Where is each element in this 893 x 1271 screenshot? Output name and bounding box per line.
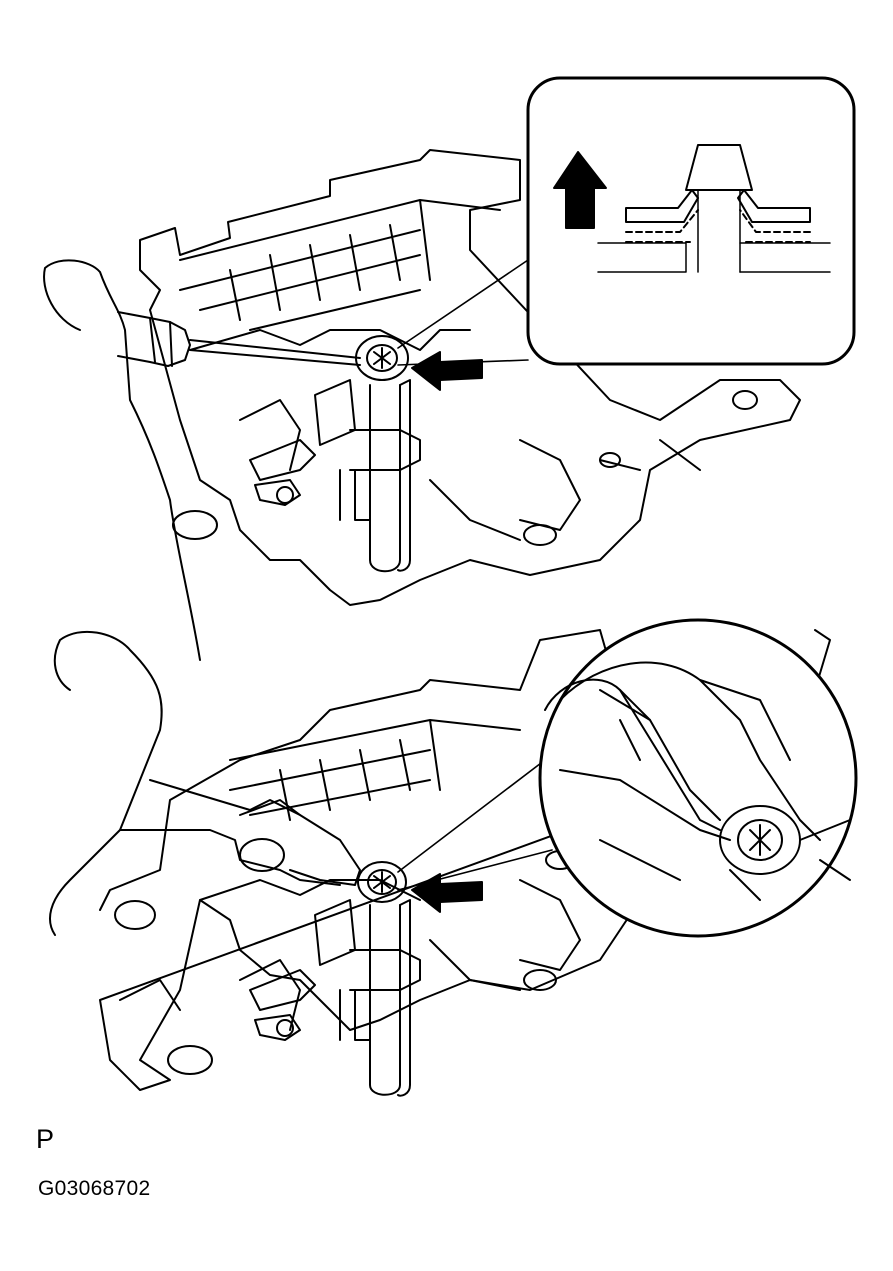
figure-code: G03068702	[38, 1177, 151, 1200]
housing-grid-bottom	[229, 719, 521, 821]
push-rivet-lift-detail	[526, 76, 856, 366]
screwdriver-icon	[117, 311, 361, 367]
arrow-icon-top	[411, 351, 483, 391]
rod-assembly-bottom	[249, 899, 421, 1097]
housing-inner-top	[189, 329, 701, 541]
top-panel	[43, 76, 856, 661]
hand-bottom	[49, 630, 163, 936]
housing-outline-top	[139, 149, 801, 606]
bottom-panel	[49, 618, 858, 1097]
rivet-cut-detail	[538, 618, 858, 938]
hand-top	[43, 259, 201, 661]
rivet-bottom	[357, 861, 407, 903]
housing-hole-top-1	[523, 524, 557, 546]
housing-hole-bottom-3	[167, 1045, 213, 1075]
housing-hole-top-4	[172, 510, 218, 540]
housing-grid-top	[179, 199, 501, 331]
rivet-top	[355, 335, 409, 381]
figure-label: P	[36, 1124, 55, 1154]
up-arrow-icon	[553, 151, 607, 229]
leader-lines-bottom	[397, 759, 553, 891]
housing-hole-top-2	[599, 452, 621, 468]
leader-lines-top	[397, 259, 529, 366]
housing-hole-top-3	[732, 390, 758, 410]
rod-assembly-top	[249, 379, 421, 573]
housing-hole-bottom-1	[523, 969, 557, 991]
arrow-icon-bottom	[411, 873, 483, 913]
housing-hole-bottom-4	[114, 900, 156, 930]
cutting-pliers-icon	[119, 779, 361, 886]
